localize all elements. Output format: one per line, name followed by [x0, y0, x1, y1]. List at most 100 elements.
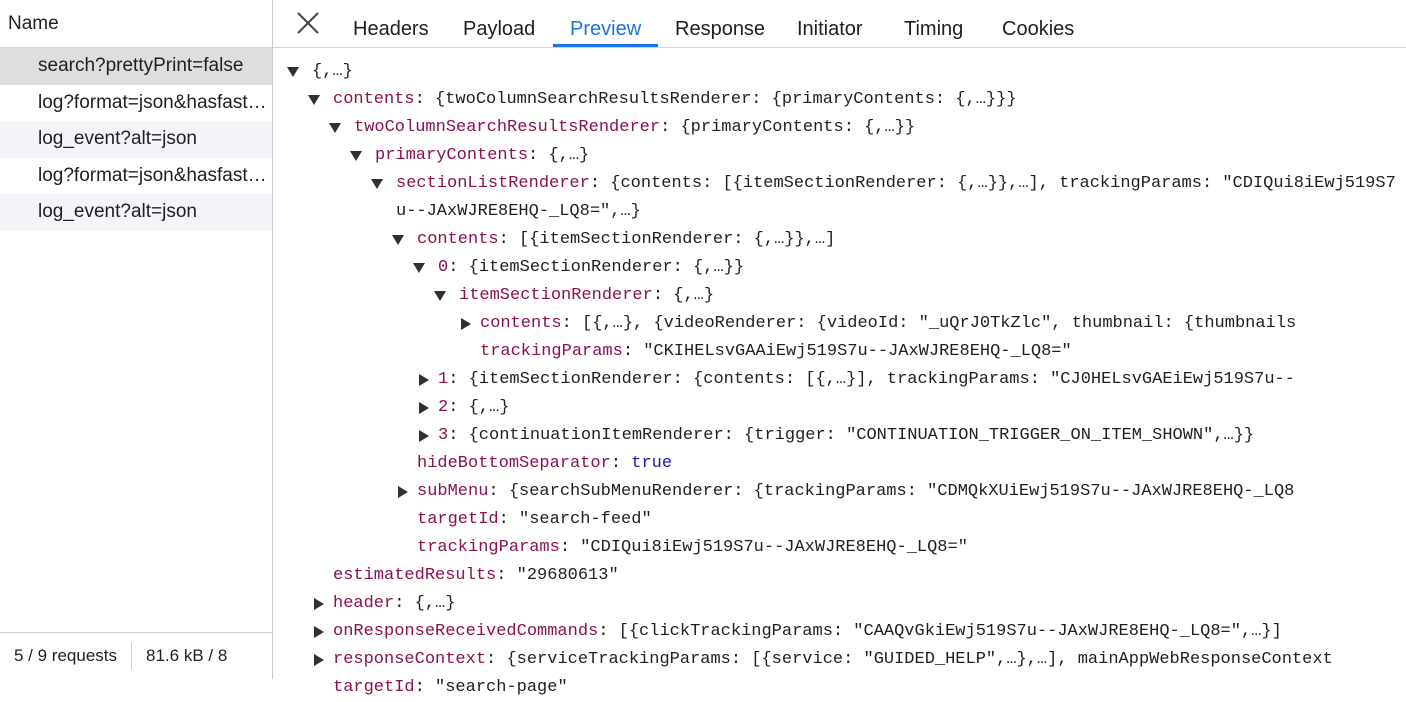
request-list: search?prettyPrint=false log?format=json&… [0, 48, 272, 231]
tree-node[interactable]: 3: {continuationItemRenderer: {trigger: … [273, 422, 1406, 450]
node-key: targetId [333, 678, 415, 697]
colon: : [498, 230, 520, 249]
expand-triangle-icon[interactable] [413, 263, 425, 273]
tree-node: targetId: "search-page" [273, 674, 1406, 702]
tree-node[interactable]: sectionListRenderer: {contents: [{itemSe… [273, 170, 1406, 226]
expand-triangle-icon[interactable] [434, 291, 446, 301]
node-key: primaryContents [375, 146, 529, 165]
node-value: {itemSectionRenderer: {,…}} [468, 258, 745, 277]
node-text: contents: [{itemSectionRenderer: {,…}},…… [417, 226, 1406, 254]
colon: : [488, 482, 509, 501]
collapse-triangle-icon[interactable] [314, 626, 324, 638]
node-value: {searchSubMenuRenderer: {trackingParams:… [508, 482, 1295, 501]
request-count: 5 / 9 requests [14, 646, 118, 665]
node-text: 2: {,…} [438, 394, 1406, 422]
tree-node[interactable]: responseContext: {serviceTrackingParams:… [273, 646, 1406, 674]
tree-node: trackingParams: "CKIHELsvGAAiEwj519S7u--… [273, 338, 1406, 366]
tree-node[interactable]: primaryContents: {,…} [273, 142, 1406, 170]
colon: : [448, 370, 469, 389]
colon: : [610, 454, 632, 473]
request-row[interactable]: log_event?alt=json [0, 121, 272, 158]
expand-triangle-icon[interactable] [350, 151, 362, 161]
expand-triangle-icon[interactable] [392, 235, 404, 245]
tree-node[interactable]: 2: {,…} [273, 394, 1406, 422]
node-value: {twoColumnSearchResultsRenderer: {primar… [435, 90, 1017, 109]
collapse-triangle-icon[interactable] [398, 486, 408, 498]
colon: : [448, 426, 469, 445]
transfer-size: 81.6 kB / 8 [146, 646, 228, 665]
json-preview-tree: {,…}contents: {twoColumnSearchResultsRen… [273, 58, 1406, 702]
expand-triangle-icon[interactable] [308, 95, 320, 105]
tab-headers[interactable]: Headers [353, 18, 429, 40]
node-key: targetId [417, 510, 499, 529]
expand-triangle-icon[interactable] [329, 123, 341, 133]
node-key: responseContext [333, 650, 487, 669]
node-text: header: {,…} [333, 590, 1406, 618]
tab-initiator[interactable]: Initiator [797, 18, 863, 40]
node-text: twoColumnSearchResultsRenderer: {primary… [354, 114, 1406, 142]
tab-cookies[interactable]: Cookies [1002, 18, 1075, 40]
node-key: 1 [438, 370, 449, 389]
request-row[interactable]: search?prettyPrint=false [0, 48, 272, 85]
colon: : [652, 286, 674, 305]
node-key: twoColumnSearchResultsRenderer [354, 118, 661, 137]
tree-node[interactable]: itemSectionRenderer: {,…} [273, 282, 1406, 310]
colon: : [528, 146, 549, 165]
tree-node[interactable]: subMenu: {searchSubMenuRenderer: {tracki… [273, 478, 1406, 506]
node-value: {continuationItemRenderer: {trigger: "CO… [468, 426, 1255, 445]
tab-payload[interactable]: Payload [463, 18, 536, 40]
node-key: 2 [438, 398, 449, 417]
node-text: 1: {itemSectionRenderer: {contents: [{,…… [438, 366, 1406, 394]
name-column-header[interactable]: Name [0, 0, 272, 48]
tree-node[interactable]: twoColumnSearchResultsRenderer: {primary… [273, 114, 1406, 142]
request-row[interactable]: log?format=json&hasfast=true [38, 91, 272, 113]
node-value: "search-feed" [519, 510, 652, 529]
colon: : [496, 566, 517, 585]
node-text: 3: {continuationItemRenderer: {trigger: … [438, 422, 1406, 450]
node-key: trackingParams [417, 538, 560, 557]
colon: : [559, 538, 581, 557]
collapse-triangle-icon[interactable] [461, 318, 471, 330]
tree-node[interactable]: contents: [{,…}, {videoRenderer: {videoI… [273, 310, 1406, 338]
node-key: header [333, 594, 395, 613]
expand-triangle-icon[interactable] [371, 179, 383, 189]
close-icon[interactable] [295, 10, 321, 36]
node-text: targetId: "search-page" [333, 674, 1406, 702]
node-text: itemSectionRenderer: {,…} [459, 282, 1406, 310]
request-row[interactable]: log_event?alt=json [0, 194, 272, 231]
tree-node[interactable]: onResponseReceivedCommands: [{clickTrack… [273, 618, 1406, 646]
colon: : [394, 594, 415, 613]
tree-node: trackingParams: "CDIQui8iEwj519S7u--JAxW… [273, 534, 1406, 562]
tree-node[interactable]: header: {,…} [273, 590, 1406, 618]
collapse-triangle-icon[interactable] [419, 402, 429, 414]
node-value: {,…} [673, 286, 715, 305]
tree-node[interactable]: 0: {itemSectionRenderer: {,…}} [273, 254, 1406, 282]
collapse-triangle-icon[interactable] [419, 430, 429, 442]
tab-bar: Headers Payload Preview Response Initiator Ti… [273, 0, 1406, 48]
node-value: {itemSectionRenderer: {contents: [{,…}],… [468, 370, 1295, 389]
tree-node[interactable]: 1: {itemSectionRenderer: {contents: [{,…… [273, 366, 1406, 394]
node-key: estimatedResults [333, 566, 497, 585]
node-text: trackingParams: "CKIHELsvGAAiEwj519S7u--… [480, 338, 1406, 366]
collapse-triangle-icon[interactable] [314, 598, 324, 610]
colon: : [414, 90, 436, 109]
node-text: 0: {itemSectionRenderer: {,…}} [438, 254, 1406, 282]
tab-timing[interactable]: Timing [904, 18, 964, 40]
tree-node[interactable]: {,…} [273, 58, 1406, 86]
expand-triangle-icon[interactable] [287, 67, 299, 77]
collapse-triangle-icon[interactable] [314, 654, 324, 666]
colon: : [448, 258, 469, 277]
node-text: sectionListRenderer: {contents: [{itemSe… [396, 170, 1406, 226]
node-value: true [631, 454, 673, 473]
tree-node: estimatedResults: "29680613" [273, 562, 1406, 590]
request-row[interactable]: log?format=json&hasfast=true [38, 164, 272, 186]
tree-node[interactable]: contents: [{itemSectionRenderer: {,…}},…… [273, 226, 1406, 254]
tree-node[interactable]: contents: {twoColumnSearchResultsRendere… [273, 86, 1406, 114]
tab-preview[interactable]: Preview [553, 0, 659, 47]
node-key: 0 [438, 258, 449, 277]
node-text: contents: [{,…}, {videoRenderer: {videoI… [480, 310, 1406, 338]
node-key: onResponseReceivedCommands [333, 622, 599, 641]
colon: : [498, 510, 520, 529]
collapse-triangle-icon[interactable] [419, 374, 429, 386]
tab-response[interactable]: Response [675, 18, 766, 40]
